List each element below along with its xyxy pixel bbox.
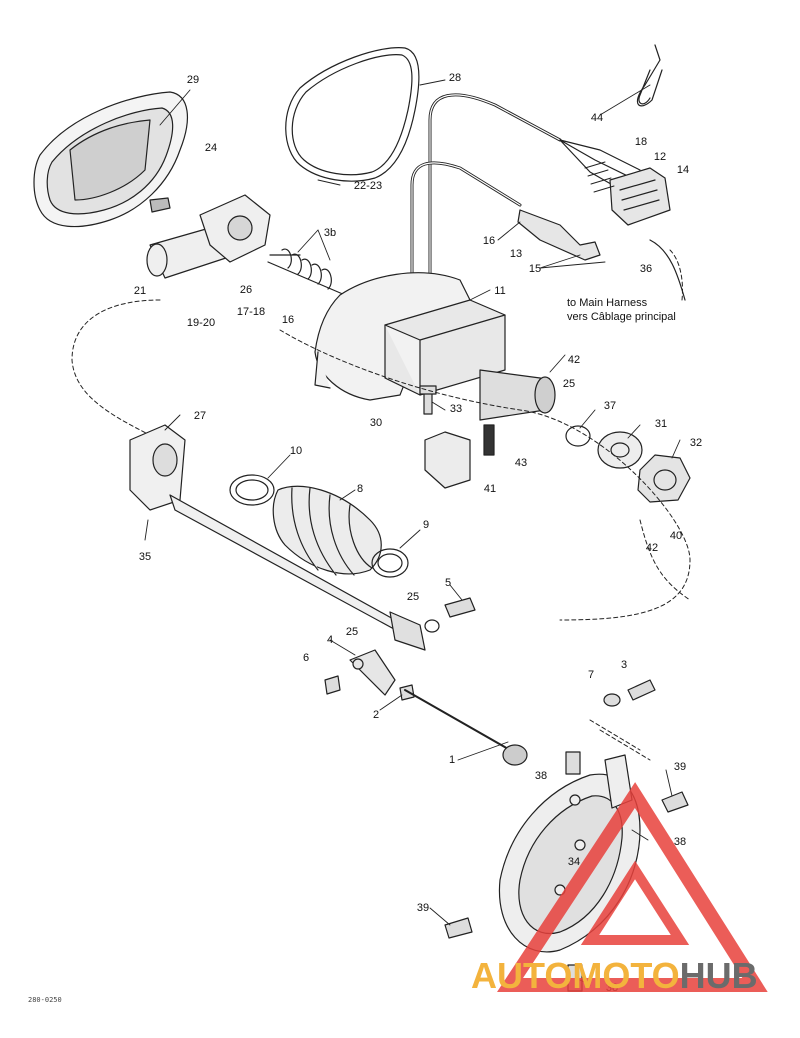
callout-label: 1: [448, 754, 456, 766]
callout-label: 24: [204, 142, 218, 154]
part-34-bolt-top: [565, 751, 581, 775]
part-27-shaft: [129, 424, 426, 651]
callout-label: 38: [673, 836, 687, 848]
part-26-spring: [267, 248, 346, 296]
callout-label: 2: [372, 709, 380, 721]
callout-label: 27: [193, 410, 207, 422]
drawing-code: 280-0250: [28, 996, 62, 1004]
part-37-o-ring: [565, 425, 591, 447]
callout-label: 37: [603, 400, 617, 412]
callout-label: 17-18: [236, 306, 266, 318]
callout-label: 28: [448, 72, 462, 84]
part-44-cable-tie: [636, 44, 663, 107]
harness-note-fr: vers Câblage principal: [567, 311, 676, 323]
part-5-bolt: [444, 597, 476, 618]
callout-label: 35: [138, 551, 152, 563]
callout-label: 34: [567, 856, 581, 868]
part-7-washer: [603, 693, 621, 707]
part-9-clamp: [371, 548, 409, 578]
connector-14: [609, 167, 671, 226]
callout-label: 22-23: [353, 180, 383, 192]
leader-lines: [144, 79, 681, 986]
callout-label: 14: [676, 164, 690, 176]
callout-label: 41: [483, 483, 497, 495]
part-38-bracket: [498, 754, 641, 953]
watermark-text: AUTOMOTOHUB: [471, 955, 758, 997]
part-29-housing: [33, 91, 188, 228]
callout-label: 3: [620, 659, 628, 671]
callout-label: 18: [634, 136, 648, 148]
callout-label: 40: [669, 530, 683, 542]
part-43-key: [483, 424, 495, 456]
callout-label: 30: [369, 417, 383, 429]
callout-label: 44: [590, 112, 604, 124]
callout-label: 31: [654, 418, 668, 430]
callout-label: 39: [416, 902, 430, 914]
callout-label: 11: [494, 285, 506, 297]
part-3-bolt: [627, 679, 656, 701]
callout-label: 25: [345, 626, 359, 638]
watermark-text-automoto: AUTOMOTO: [471, 955, 680, 996]
callout-label: 9: [422, 519, 430, 531]
callout-label: 42: [567, 354, 581, 366]
callout-label: 19-20: [186, 317, 216, 329]
harness-lead: [649, 239, 686, 301]
callout-label: 25: [406, 591, 420, 603]
callout-label: 36: [639, 263, 653, 275]
callout-label: 13: [509, 248, 523, 260]
harness-cables: [410, 93, 641, 342]
callout-label: 8: [356, 483, 364, 495]
part-4-link: [349, 649, 396, 696]
callout-label: 38: [534, 770, 548, 782]
callout-label: 42: [645, 542, 659, 554]
callout-label: 7: [587, 669, 595, 681]
part-11-actuator-housing: [314, 272, 556, 421]
part-32-nut: [637, 454, 691, 503]
callout-label: 43: [514, 457, 528, 469]
callout-label: 21: [133, 285, 147, 297]
callout-label: 29: [186, 74, 200, 86]
callout-label: 26: [239, 284, 253, 296]
part-1-cable: [404, 689, 528, 766]
callout-label: 16: [482, 235, 496, 247]
watermark-text-hub: HUB: [679, 955, 758, 996]
connector-13: [517, 209, 601, 261]
part-10-clamp: [229, 474, 275, 506]
callout-label: 32: [689, 437, 703, 449]
part-6-nut: [324, 675, 341, 695]
part-39-bolt-upper: [661, 791, 689, 813]
pins-12: [584, 161, 615, 193]
watermark-triangle: [497, 782, 768, 992]
part-25-washer: [424, 619, 440, 633]
part-21-motor: [146, 194, 271, 279]
callout-label: 39: [673, 761, 687, 773]
callout-label: 4: [326, 634, 334, 646]
part-41-bracket: [424, 431, 471, 489]
assembly-dashed-lines: [71, 249, 691, 761]
part-8-boot: [272, 485, 382, 576]
callout-label: 33: [449, 403, 463, 415]
part-39-bolt-lower: [444, 917, 473, 939]
part-28-wire-loop: [285, 47, 420, 182]
callout-label: 6: [302, 652, 310, 664]
harness-note-en: to Main Harness: [567, 297, 648, 309]
part-33-bolt: [419, 385, 437, 415]
part-31-washer: [597, 431, 643, 469]
callout-label: 15: [528, 263, 542, 275]
callout-label: 12: [653, 151, 667, 163]
callout-label: 25: [562, 378, 576, 390]
callout-label: 5: [444, 577, 452, 589]
callout-label: 16: [281, 314, 295, 326]
callout-label: 3b: [323, 227, 337, 239]
callout-label: 10: [289, 445, 303, 457]
part-2-nut: [399, 684, 415, 701]
